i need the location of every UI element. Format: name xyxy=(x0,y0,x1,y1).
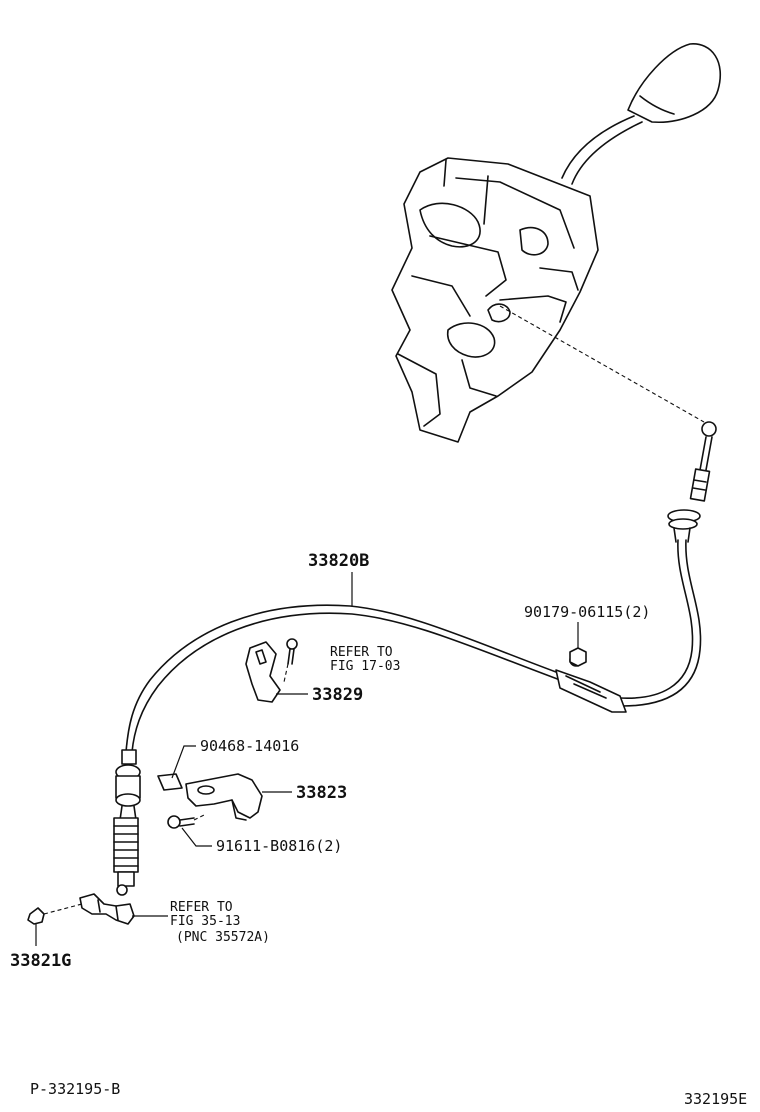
ref-fig35-line2: FIG 35-13 xyxy=(170,914,240,929)
bolt-91611 xyxy=(167,815,195,829)
cable-lever-end xyxy=(667,421,717,543)
bolt-91611-leader xyxy=(181,827,212,847)
clamp-33829 xyxy=(245,638,298,703)
shift-lever-assembly xyxy=(391,43,722,443)
bolt-33829-leader xyxy=(283,663,289,683)
part-91611-label: 91611-B0816(2) xyxy=(216,837,342,855)
lower-bracket xyxy=(79,893,135,925)
ref-fig35-line3: (PNC 35572A) xyxy=(176,930,270,945)
part-33823-label: 33823 xyxy=(296,783,347,803)
page-code: P-332195-B xyxy=(30,1080,120,1098)
bracket-33823 xyxy=(185,773,263,821)
clip-33821g-dash xyxy=(43,903,83,915)
clip-90468-leader xyxy=(171,745,196,779)
control-cable xyxy=(113,539,702,896)
nut-90179 xyxy=(569,647,587,667)
part-33829-label: 33829 xyxy=(312,685,363,705)
part-90468-label: 90468-14016 xyxy=(200,737,299,755)
part-33820b-label: 33820B xyxy=(308,551,369,571)
ref-fig35-line1: REFER TO xyxy=(170,900,233,915)
part-90179-label: 90179-06115(2) xyxy=(524,603,650,621)
illustration-id: 332195E xyxy=(684,1090,747,1108)
clip-90468 xyxy=(157,773,183,791)
part-33821g-label: 33821G xyxy=(10,951,71,971)
clip-33821g xyxy=(27,907,45,925)
ref-fig17-line2: FIG 17-03 xyxy=(330,659,400,674)
bolt-91611-dash xyxy=(193,813,207,821)
ref-fig17-line1: REFER TO xyxy=(330,645,393,660)
